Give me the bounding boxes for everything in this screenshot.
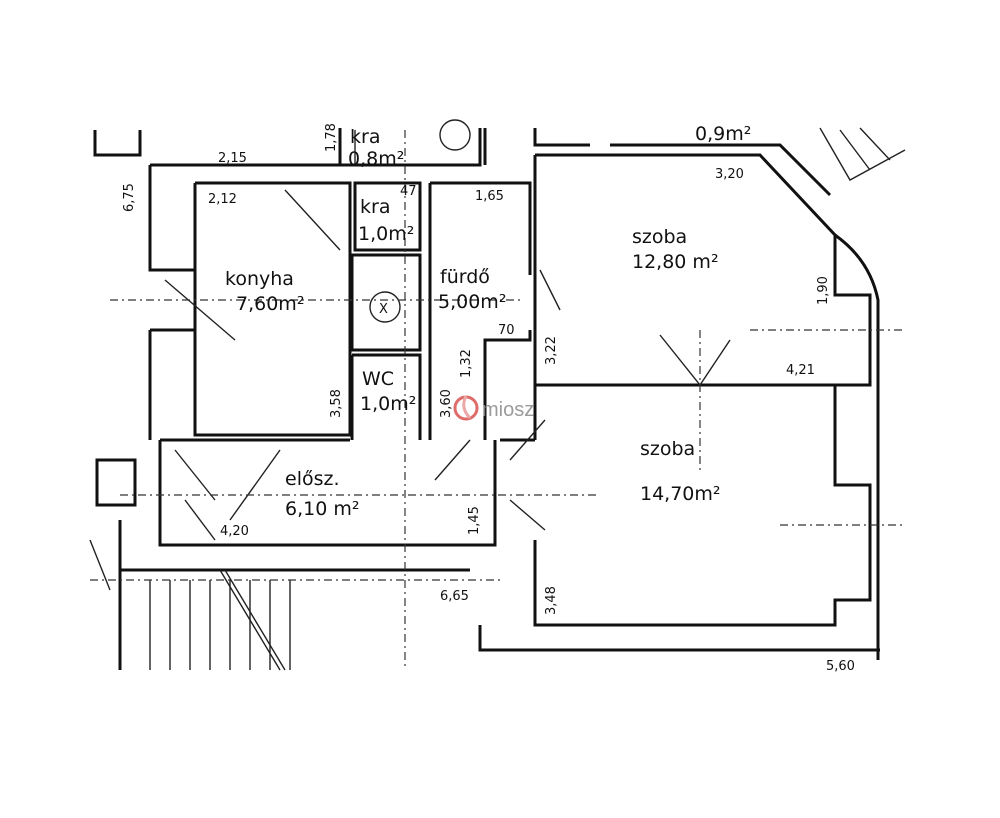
dim-label: 47 (400, 184, 417, 199)
dim-label: 3,60 (439, 389, 454, 418)
dim-label: 1,65 (475, 189, 504, 204)
room-eloszoba-area: 6,10 m² (285, 498, 359, 520)
dim-label: 1,90 (816, 276, 831, 305)
dim-label: 3,22 (544, 336, 559, 365)
dim-label: 5,60 (826, 659, 855, 674)
dim-label: 2,12 (208, 192, 237, 207)
door-swings: X (89, 189, 731, 591)
room-szoba-2-name: szoba (640, 438, 695, 460)
dim-label: 6,65 (440, 589, 469, 604)
top-kra-label: kra (350, 126, 380, 148)
room-kra-name: kra (360, 196, 390, 218)
dim-label: 70 (498, 323, 515, 338)
room-szoba-1-area: 12,80 m² (632, 251, 719, 273)
top-kra-area: 0,8m² (348, 148, 404, 170)
room-wc-area: 1,0m² (360, 393, 416, 415)
dim-label: 4,20 (220, 524, 249, 539)
axis-lines (90, 130, 905, 670)
dim-label: 1,32 (459, 349, 474, 378)
top-right-area: 0,9m² (695, 123, 751, 145)
room-szoba-2-area: 14,70m² (640, 483, 721, 505)
room-konyha-area: 7,60m² (236, 293, 304, 315)
watermark-logo: miosz (453, 395, 534, 421)
dim-label: 1,78 (324, 123, 339, 152)
dim-label: 2,15 (218, 151, 247, 166)
room-kra-area: 1,0m² (358, 223, 414, 245)
dim-label: 4,21 (786, 363, 815, 378)
walls (95, 128, 880, 670)
dim-label: 3,58 (329, 389, 344, 418)
watermark-text: miosz (482, 399, 534, 421)
stairs (149, 569, 291, 671)
top-partial-walls (93, 119, 906, 197)
room-konyha-name: konyha (225, 268, 294, 290)
svg-text:X: X (379, 302, 388, 317)
dim-label: 1,45 (467, 506, 482, 535)
room-szoba-1-name: szoba (632, 226, 687, 248)
room-furdo-name: fürdő (440, 266, 490, 288)
room-wc-name: WC (362, 368, 394, 390)
room-eloszoba-name: elősz. (285, 468, 340, 490)
dim-label: 3,20 (715, 167, 744, 182)
dim-label: 3,48 (544, 586, 559, 615)
dim-label: 6,75 (122, 183, 137, 212)
room-furdo-area: 5,00m² (438, 291, 506, 313)
